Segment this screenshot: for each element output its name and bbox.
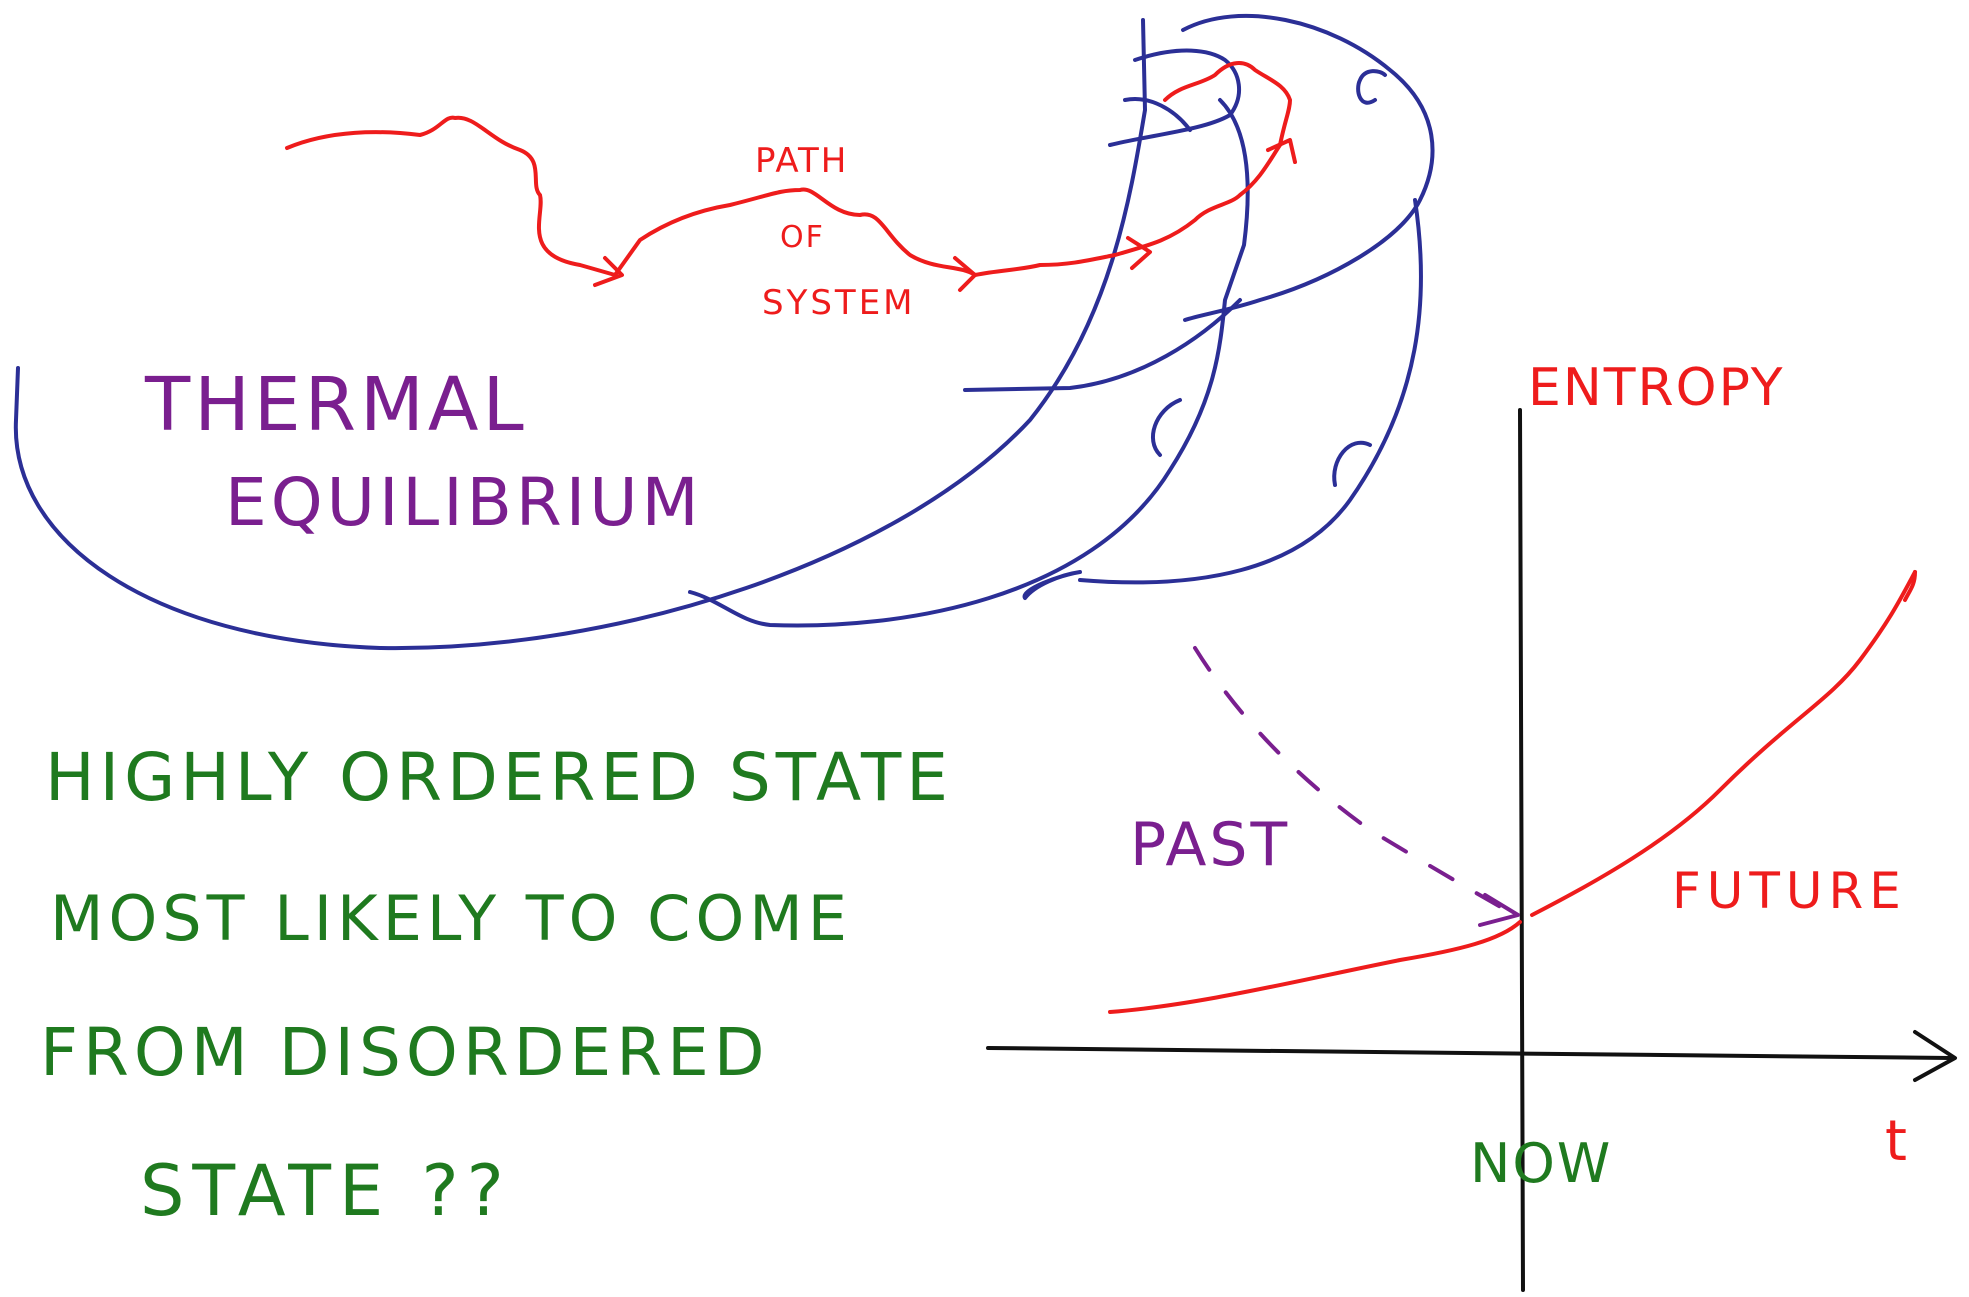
path-label-line3: SYSTEM xyxy=(762,283,916,323)
equilibrium-label-line1: THERMAL xyxy=(144,362,528,448)
inner-small-region xyxy=(1123,97,1192,132)
labels: PATH OF SYSTEM THERMAL EQUILIBRIUM HIGHL… xyxy=(40,141,1907,1232)
path-arrow-4 xyxy=(1266,138,1297,164)
graph-future-label: FUTURE xyxy=(1672,862,1907,920)
question-line2: MOST LIKELY TO COME xyxy=(50,882,852,955)
entropy-curves xyxy=(1108,570,1917,1014)
region-divider-1 xyxy=(963,298,1242,392)
path-label-line1: PATH xyxy=(755,141,848,181)
question-line4: STATE ?? xyxy=(140,1150,512,1232)
x-axis xyxy=(986,1046,1952,1060)
graph-axes xyxy=(986,408,1957,1292)
past-dashed-purple xyxy=(1193,646,1517,917)
x-axis-arrow xyxy=(1913,1030,1957,1082)
notch-4 xyxy=(1022,570,1082,600)
equilibrium-region-boundary xyxy=(13,18,1147,651)
graph-past-label: PAST xyxy=(1130,810,1290,880)
notch-1 xyxy=(1356,69,1387,105)
graph-now-label: NOW xyxy=(1470,1132,1612,1195)
past-curve-red xyxy=(1108,920,1522,1014)
path-label-line2: OF xyxy=(780,220,825,255)
equilibrium-label-line2: EQUILIBRIUM xyxy=(225,464,703,541)
future-curve-red xyxy=(1530,570,1917,917)
graph-ylabel: ENTROPY xyxy=(1528,358,1785,418)
question-line3: FROM DISORDERED xyxy=(40,1014,770,1091)
path-arrow-2 xyxy=(953,256,977,292)
notch-2 xyxy=(1150,398,1182,457)
path-arrow-1 xyxy=(593,256,624,287)
outer-region-boundary xyxy=(1181,13,1435,322)
inner-top-region xyxy=(1108,48,1242,147)
question-line1: HIGHLY ORDERED STATE xyxy=(45,739,953,816)
outer-region-lower xyxy=(1078,198,1423,585)
notch-3 xyxy=(1332,440,1372,487)
phase-space-outline xyxy=(13,13,1435,651)
graph-xlabel: t xyxy=(1885,1109,1907,1174)
system-path xyxy=(285,61,1297,292)
past-dashed-arrow xyxy=(1478,893,1520,927)
future-curve-tip xyxy=(1903,570,1917,602)
path-arrow-3 xyxy=(1126,236,1152,270)
y-axis xyxy=(1518,408,1525,1292)
middle-region-boundary xyxy=(688,98,1250,628)
